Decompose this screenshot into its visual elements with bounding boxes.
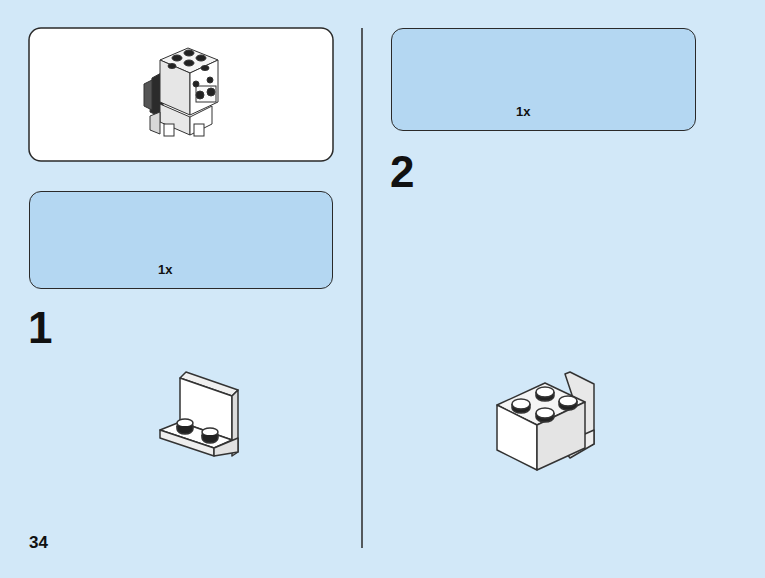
divider-line <box>361 28 363 548</box>
page-number: 34 <box>29 534 48 551</box>
parts-callout-box: 1x <box>391 28 696 131</box>
bracket-step-1 <box>160 372 238 456</box>
quantity-text: 1x <box>516 105 530 119</box>
step-number: 2 <box>390 150 414 194</box>
preview-box <box>29 28 333 161</box>
quantity-text: 1x <box>158 263 172 277</box>
dog-figure <box>144 48 218 136</box>
parts-callout-box: 1x <box>29 191 333 289</box>
step-number: 1 <box>28 306 52 350</box>
brick-step-2 <box>497 372 594 470</box>
